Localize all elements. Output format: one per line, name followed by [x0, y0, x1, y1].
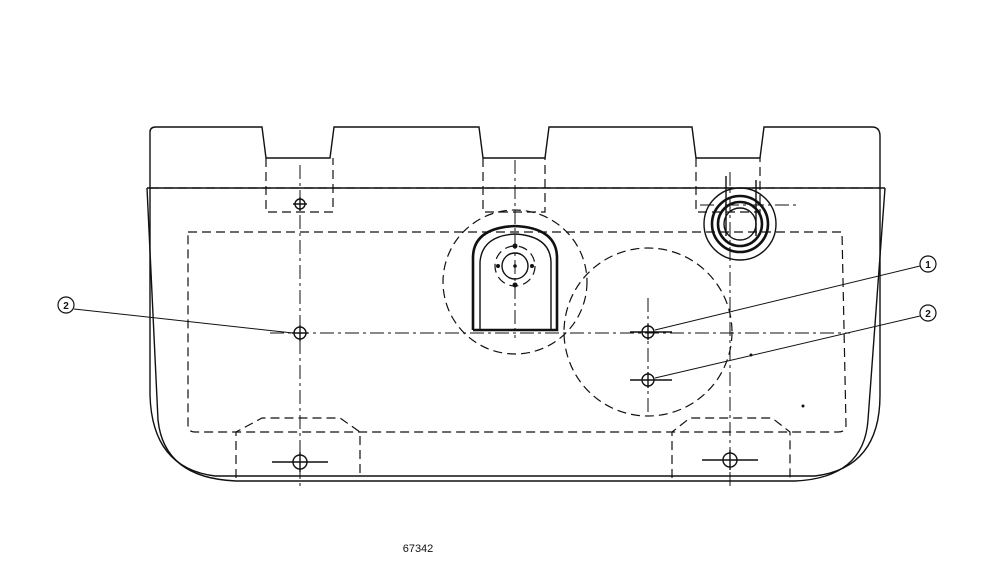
- tank-outline: [146, 126, 886, 482]
- callout-right-lower-label: 2: [925, 309, 931, 320]
- mount-point-top-left: [293, 197, 307, 211]
- mount-point-left: [292, 325, 308, 341]
- mounting-points: [272, 197, 758, 472]
- mount-point-right-lower: [630, 372, 672, 388]
- callout-right-upper-label: 1: [925, 260, 931, 271]
- bottom-pads: [235, 417, 791, 478]
- callout-right-upper: 1: [654, 255, 937, 331]
- callout-left: 2: [57, 296, 294, 334]
- reference-dot: [801, 404, 805, 408]
- mount-point-right-upper: [630, 324, 672, 340]
- pump-access-circle: [563, 247, 733, 417]
- filler-neck: [703, 176, 777, 261]
- mount-point-bottom-right: [702, 450, 758, 470]
- drawing-number: 67342: [403, 543, 434, 555]
- mount-point-bottom-left: [272, 452, 328, 472]
- callout-right-lower: 2: [654, 304, 937, 379]
- callout-left-label: 2: [63, 301, 69, 312]
- inner-cavity-outline: [187, 231, 847, 433]
